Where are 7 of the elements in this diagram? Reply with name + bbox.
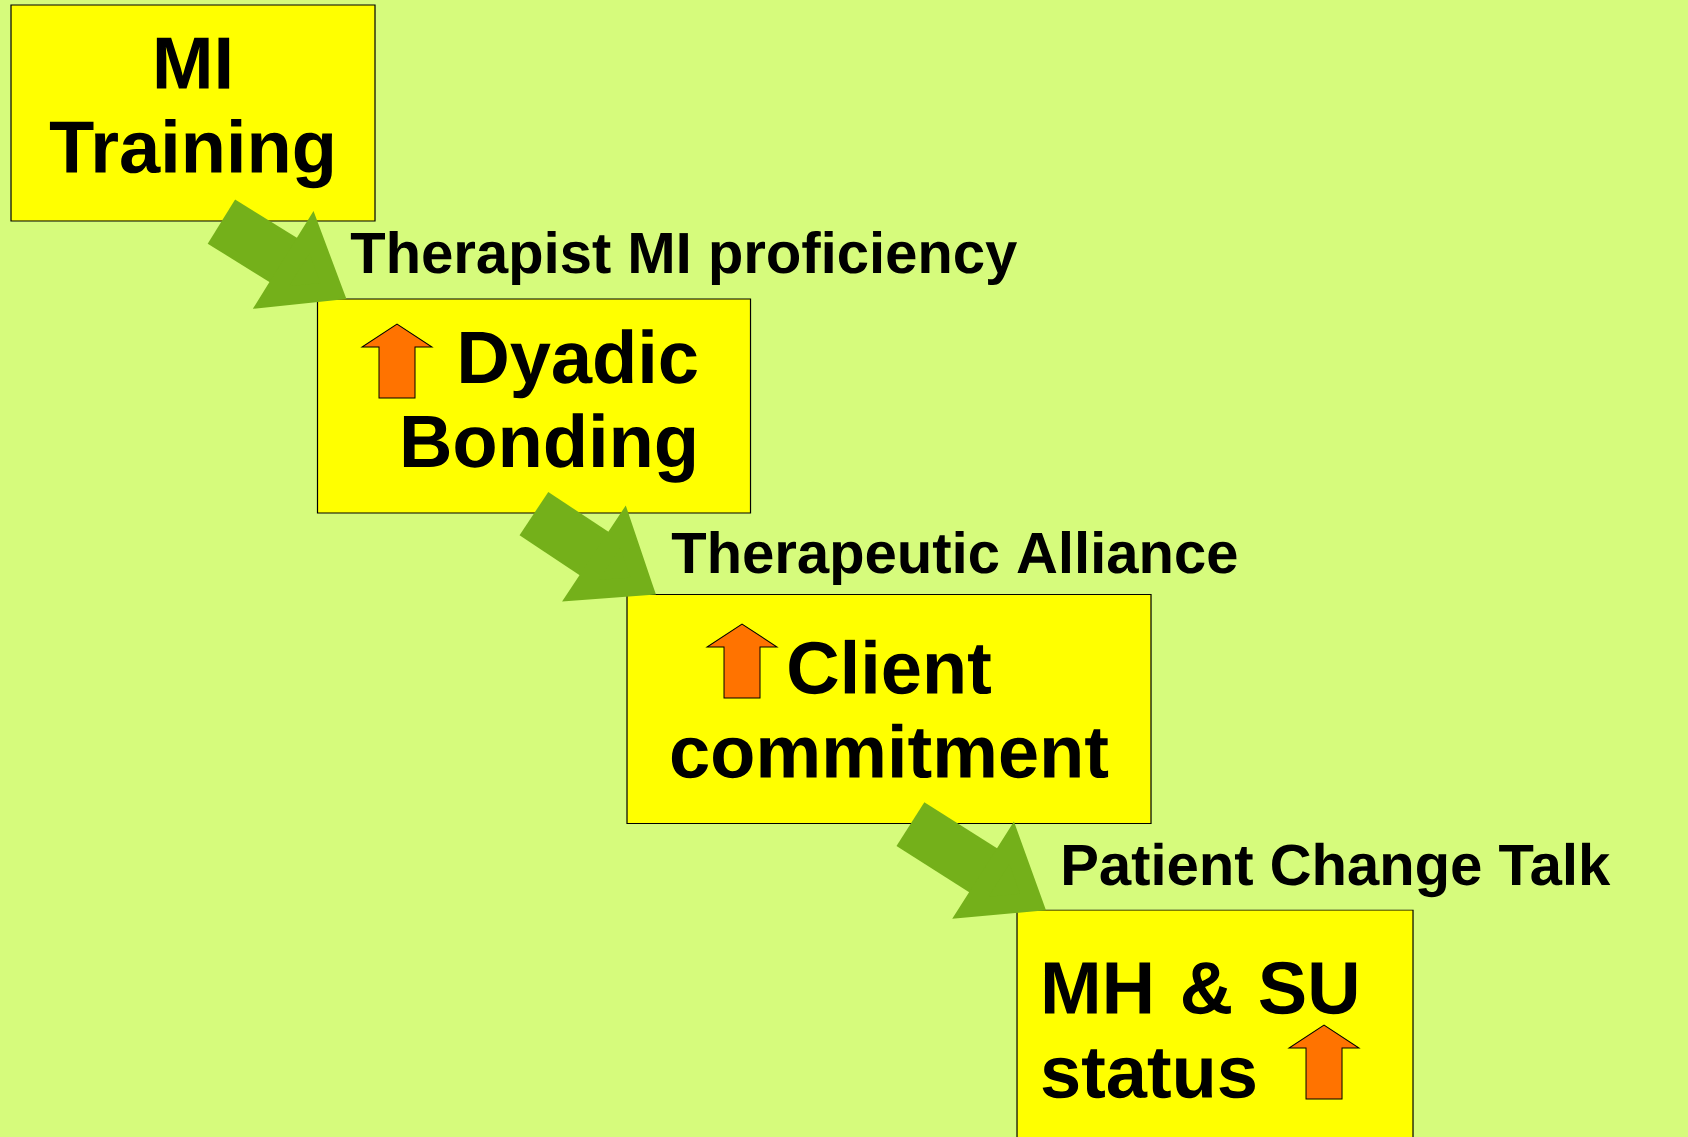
edge-label: Patient Change Talk: [1064, 842, 1611, 898]
process-box: MI Training: [10, 4, 376, 222]
edge-label: Therapeutic Alliance: [671, 530, 1237, 586]
process-box: Client commitment: [626, 593, 1152, 825]
process-box: MH & SU status: [1016, 909, 1414, 1137]
process-box: Dyadic Bonding: [316, 298, 752, 514]
edge-label: Therapist MI proficiency: [350, 230, 1017, 286]
